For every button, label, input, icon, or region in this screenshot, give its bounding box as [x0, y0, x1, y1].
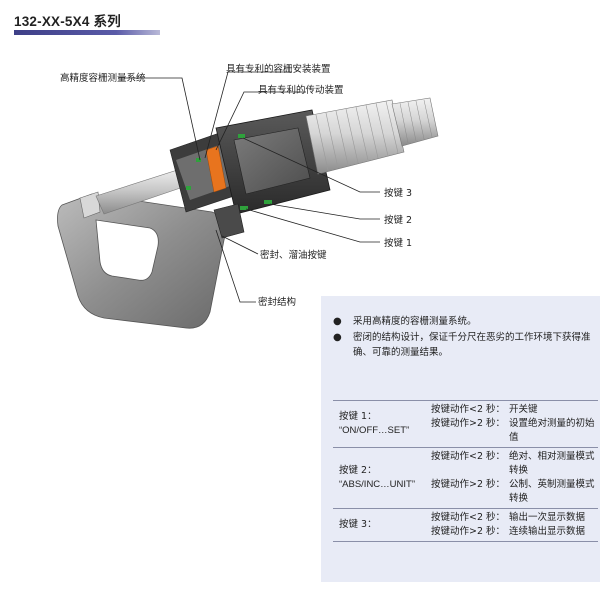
seal-section — [213, 203, 245, 239]
key-name-cell: 按键 2： “ABS/INC…UNIT” — [333, 447, 431, 509]
label-key-3: 按键 3 — [384, 188, 413, 199]
leader-seal-oil — [221, 235, 259, 255]
label-patent-drive: 具有专利的传动装置 — [258, 85, 344, 96]
action-description: 输出一次显示数据 — [509, 512, 586, 523]
leader-key2 — [269, 203, 380, 220]
action-duration: 按键动作>2 秒： — [431, 526, 506, 537]
key-name: 按键 3： — [339, 519, 377, 530]
action-duration: 按键动作<2 秒： — [431, 512, 506, 523]
table-row: 按键 1： “ON/OFF…SET” 按键动作<2 秒：开关键 按键动作>2 秒… — [333, 400, 598, 448]
leader-key3 — [242, 137, 380, 193]
ratchet — [391, 97, 439, 147]
key-name: 按键 2： — [339, 465, 377, 476]
leader-key1 — [245, 208, 380, 243]
green-sensor-1 — [196, 158, 201, 162]
feature-item: ● 采用高精度的容栅测量系统。 — [333, 314, 595, 329]
orange-drive-ring — [205, 145, 227, 193]
feature-text: 采用高精度的容栅测量系统。 — [353, 316, 477, 327]
action-description: 公制、英制测量模式转换 — [509, 479, 595, 504]
key-code: “ABS/INC…UNIT” — [339, 479, 415, 490]
micrometer-frame — [57, 193, 226, 329]
key-name-cell: 按键 3： — [333, 508, 431, 542]
page-title: 132-XX-5X4 系列 — [14, 14, 121, 29]
key-name-cell: 按键 1： “ON/OFF…SET” — [333, 400, 431, 448]
bullet-symbol: ● — [333, 332, 342, 343]
action-description: 绝对、相对测量模式转换 — [509, 451, 595, 476]
action-duration: 按键动作<2 秒： — [431, 404, 506, 415]
key-actions-cell: 按键动作<2 秒：绝对、相对测量模式转换 按键动作>2 秒：公制、英制测量模式转… — [431, 447, 598, 509]
action-duration: 按键动作>2 秒： — [431, 479, 506, 490]
label-key-2: 按键 2 — [384, 215, 413, 226]
key-actions-cell: 按键动作<2 秒：输出一次显示数据 按键动作>2 秒：连续输出显示数据 — [431, 508, 598, 542]
feature-item: ● 密闭的结构设计，保证千分尺在恶劣的工作环境下获得准确、可靠的测量结果。 — [333, 330, 595, 360]
leader-grating — [118, 77, 201, 161]
lcd-display — [233, 127, 311, 195]
action-duration: 按键动作>2 秒： — [431, 418, 506, 429]
action-duration: 按键动作<2 秒： — [431, 451, 506, 462]
micrometer-illustration — [57, 71, 439, 329]
feature-text: 密闭的结构设计，保证千分尺在恶劣的工作环境下获得准确、可靠的测量结果。 — [353, 332, 591, 358]
green-sensor-2 — [186, 186, 191, 190]
key-actions-cell: 按键动作<2 秒：开关键 按键动作>2 秒：设置绝对测量的初始值 — [431, 400, 598, 448]
leader-drive — [215, 91, 306, 151]
key-function-table: 按键 1： “ON/OFF…SET” 按键动作<2 秒：开关键 按键动作>2 秒… — [333, 400, 598, 542]
leader-seal-struct — [215, 229, 256, 303]
title-underline — [14, 30, 160, 35]
info-panel: ● 采用高精度的容栅测量系统。 ● 密闭的结构设计，保证千分尺在恶劣的工作环境下… — [321, 296, 600, 582]
key-name: 按键 1： — [339, 411, 377, 422]
action-description: 开关键 — [509, 404, 538, 415]
bullet-symbol: ● — [333, 316, 342, 327]
table-row: 按键 2： “ABS/INC…UNIT” 按键动作<2 秒：绝对、相对测量模式转… — [333, 447, 598, 509]
action-description: 设置绝对测量的初始值 — [509, 418, 595, 443]
action-description: 连续输出显示数据 — [509, 526, 586, 537]
button-3-marker — [238, 134, 245, 138]
key-code: “ON/OFF…SET” — [339, 425, 410, 436]
table-row: 按键 3： 按键动作<2 秒：输出一次显示数据 按键动作>2 秒：连续输出显示数… — [333, 508, 598, 542]
label-seal-oil-key: 密封、溜油按键 — [260, 250, 327, 261]
button-1-marker — [240, 206, 248, 210]
label-key-1: 按键 1 — [384, 238, 413, 249]
label-seal-structure: 密封结构 — [258, 297, 297, 308]
anvil — [79, 191, 101, 219]
button-2-marker — [264, 200, 272, 204]
label-patent-mount: 具有专利的容栅安装装置 — [226, 64, 331, 75]
label-grating-system: 高精度容栅测量系统 — [60, 73, 146, 84]
leader-mount — [204, 71, 292, 159]
feature-list: ● 采用高精度的容栅测量系统。 ● 密闭的结构设计，保证千分尺在恶劣的工作环境下… — [333, 314, 595, 361]
